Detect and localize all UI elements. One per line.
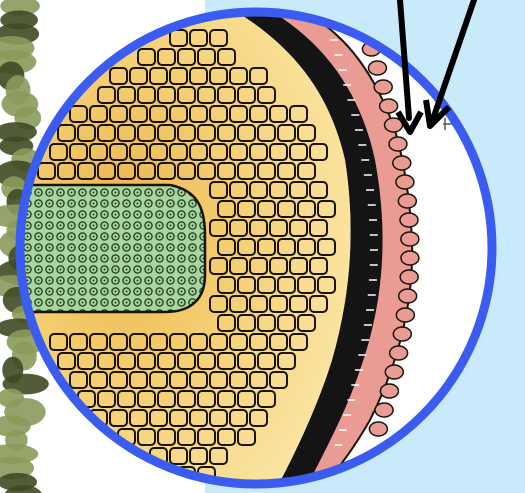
epidermis-bump <box>400 213 418 227</box>
epidermis-bump <box>396 175 414 189</box>
epidermis-bump <box>401 232 419 246</box>
epidermis-bump <box>369 422 387 436</box>
epidermis-bump <box>401 251 419 265</box>
epidermis-bump <box>398 194 416 208</box>
epidermis-bump <box>374 80 392 94</box>
epidermis-bump <box>385 365 403 379</box>
epidermis-bump <box>396 308 414 322</box>
epidermis-bump <box>380 384 398 398</box>
epidermis-bump <box>380 99 398 113</box>
epidermis-bump <box>393 156 411 170</box>
epidermis-bump <box>400 270 418 284</box>
epidermis-bump <box>368 61 386 75</box>
epidermis-bump <box>390 346 408 360</box>
green-cell-cluster <box>0 185 205 312</box>
epidermis-bump <box>375 403 393 417</box>
epidermis-bump <box>393 327 411 341</box>
epidermis-bump <box>399 289 417 303</box>
epidermis-bump <box>389 137 407 151</box>
